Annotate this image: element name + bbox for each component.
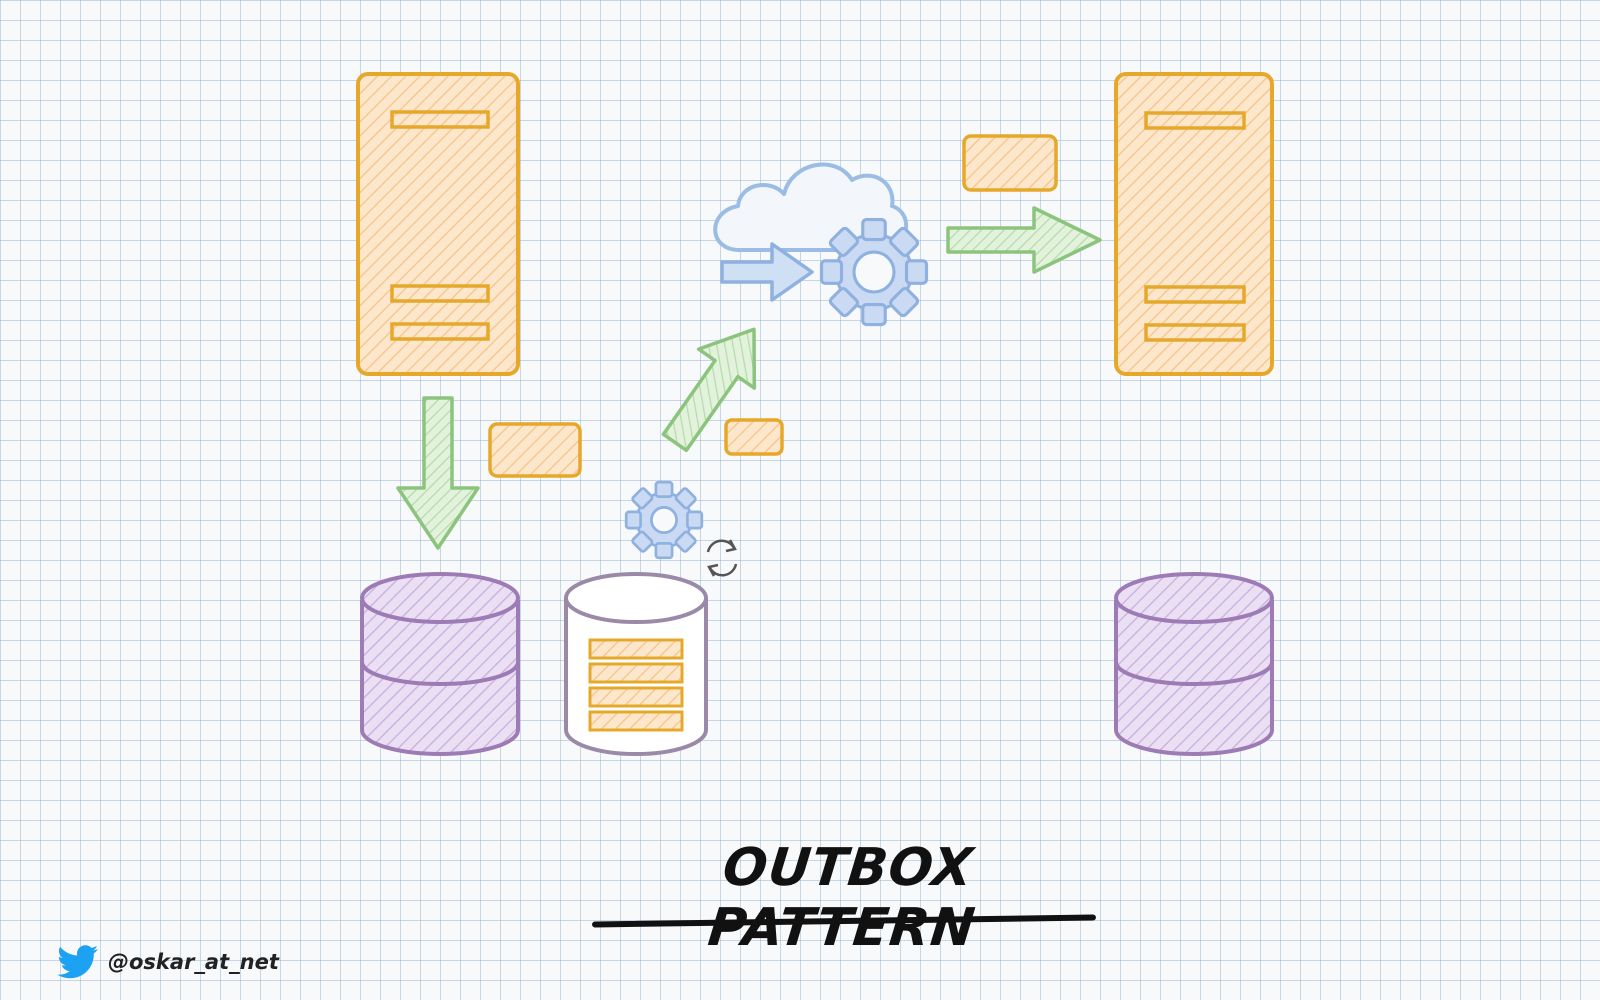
processor-gear-icon xyxy=(624,480,704,560)
refresh-icon xyxy=(706,539,738,577)
broker-gear-icon xyxy=(819,217,929,327)
message-icon xyxy=(962,134,1058,192)
outbox-table-icon xyxy=(564,572,708,756)
twitter-bird-icon xyxy=(57,945,98,979)
page-title: OUTBOX PATTERN xyxy=(705,838,979,958)
up-right-arrow-icon xyxy=(661,327,757,453)
down-arrow-icon xyxy=(396,396,480,550)
right-database-icon xyxy=(1114,572,1274,756)
broker-arrow-icon xyxy=(720,242,814,302)
left-database-icon xyxy=(360,572,520,756)
message-icon xyxy=(488,422,582,478)
left-server-icon xyxy=(356,72,520,376)
right-arrow-icon xyxy=(946,206,1102,274)
right-server-icon xyxy=(1114,72,1274,376)
message-icon xyxy=(724,418,784,456)
cloud-icon xyxy=(713,162,908,253)
twitter-handle: @oskar_at_net xyxy=(108,950,279,974)
author-credit: @oskar_at_net xyxy=(56,944,279,980)
